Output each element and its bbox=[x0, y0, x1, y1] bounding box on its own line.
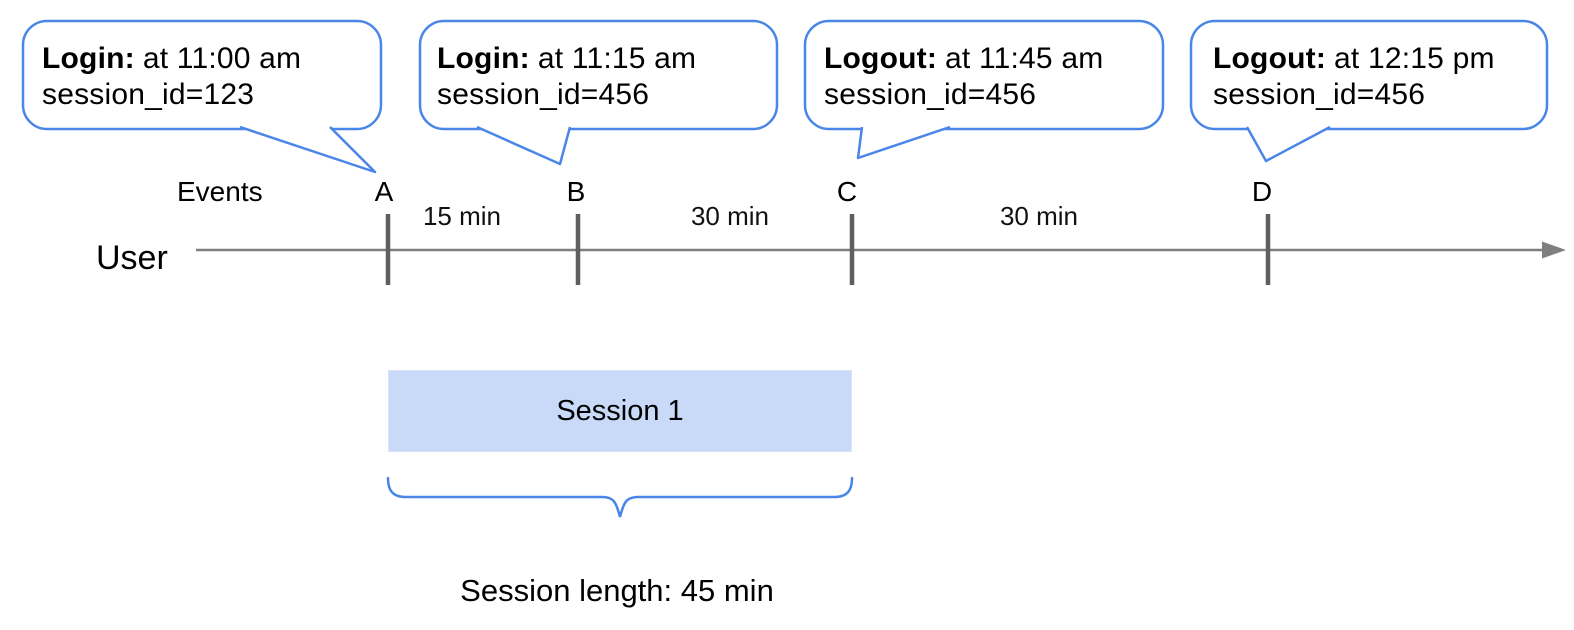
callout-session-id: session_id=456 bbox=[824, 78, 1037, 111]
callout-line-event: Login:at 11:00 am bbox=[42, 41, 301, 77]
events-label: Events bbox=[177, 176, 263, 207]
callout-tail-b bbox=[476, 125, 572, 166]
marker-label-b: B bbox=[566, 176, 586, 207]
callout-event-type: Logout: bbox=[1213, 42, 1327, 75]
session-length-label: Session length: 45 min bbox=[460, 573, 774, 608]
callout-session-id: session_id=456 bbox=[437, 78, 650, 111]
callout-session-id: session_id=456 bbox=[1213, 78, 1426, 111]
session-box-label: Session 1 bbox=[556, 394, 684, 427]
marker-label-c: C bbox=[836, 176, 858, 207]
callout-text-a: Login:at 11:00 am session_id=123 bbox=[42, 41, 301, 113]
marker-label-a: A bbox=[374, 176, 394, 207]
interval-label-cd: 30 min bbox=[999, 201, 1079, 231]
callout-bubble-c bbox=[803, 19, 1165, 131]
callout-tail-a bbox=[239, 125, 377, 174]
callout-text-d: Logout:at 12:15 pm session_id=456 bbox=[1213, 41, 1495, 113]
tick-mark-b bbox=[575, 214, 581, 285]
callout-session-id: session_id=123 bbox=[42, 78, 255, 111]
callout-text-b: Login:at 11:15 am session_id=456 bbox=[437, 41, 696, 113]
marker-label-d: D bbox=[1251, 176, 1273, 207]
callout-tail-d bbox=[1245, 125, 1331, 163]
tick-mark-c bbox=[849, 214, 855, 285]
user-label: User bbox=[96, 239, 168, 277]
callout-time: at 11:45 am bbox=[945, 42, 1104, 75]
callout-line-event: Logout:at 11:45 am bbox=[824, 41, 1103, 77]
callout-bubble-a bbox=[21, 19, 383, 131]
callout-time: at 12:15 pm bbox=[1334, 42, 1495, 75]
callout-event-type: Logout: bbox=[824, 42, 938, 75]
callout-tail-c bbox=[856, 125, 951, 160]
callout-line-event: Login:at 11:15 am bbox=[437, 41, 696, 77]
callout-time: at 11:15 am bbox=[537, 42, 697, 75]
callout-time: at 11:00 am bbox=[142, 42, 302, 75]
interval-label-ab: 15 min bbox=[422, 201, 502, 231]
timeline-arrowhead-icon bbox=[1542, 241, 1566, 259]
callout-line-event: Logout:at 12:15 pm bbox=[1213, 41, 1495, 77]
tick-mark-d bbox=[1265, 214, 1271, 285]
session-brace bbox=[386, 476, 854, 518]
callout-event-type: Login: bbox=[42, 42, 135, 75]
session-box: Session 1 bbox=[388, 370, 852, 452]
callout-bubble-d bbox=[1189, 19, 1549, 131]
callout-bubble-b bbox=[418, 19, 779, 131]
callout-event-type: Login: bbox=[437, 42, 530, 75]
interval-label-bc: 30 min bbox=[690, 201, 770, 231]
tick-mark-a bbox=[385, 214, 391, 285]
callout-text-c: Logout:at 11:45 am session_id=456 bbox=[824, 41, 1103, 113]
